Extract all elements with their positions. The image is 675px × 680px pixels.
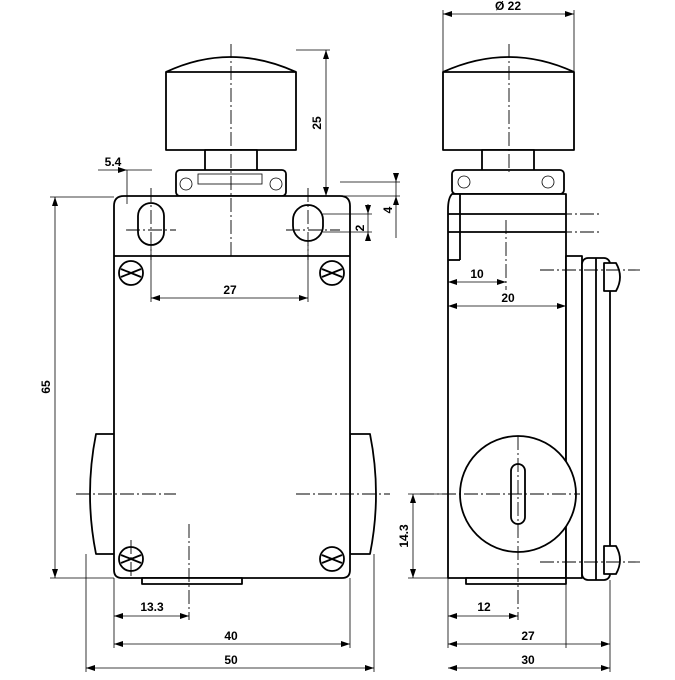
dim-side-overall-width: 30 [521, 653, 535, 667]
side-plunger-stem [481, 149, 535, 173]
dim-top-step: 4 [381, 206, 395, 213]
dim-diameter: Ø 22 [495, 0, 521, 13]
dim-entry-height: 14.3 [397, 524, 411, 548]
front-screw-top-left [118, 260, 144, 286]
dim-side-mount-offset: 10 [470, 267, 484, 281]
side-screw-top [603, 262, 621, 292]
dim-bottom-offset: 13.3 [140, 600, 164, 614]
side-plunger-base [451, 169, 565, 195]
front-view: 25 65 5.4 27 4 2 13.3 40 50 [39, 44, 400, 672]
side-plunger-cap [442, 56, 575, 151]
side-bottom-stub [465, 577, 567, 585]
front-bottom-stub [141, 577, 243, 585]
side-view: Ø 22 10 20 14.3 12 27 30 [397, 0, 640, 672]
dim-screw-spacing: 27 [223, 283, 237, 297]
side-lid [565, 255, 583, 579]
front-body [113, 195, 351, 579]
dim-overall-width: 50 [224, 653, 238, 667]
side-screw-bottom [603, 545, 621, 575]
dim-body-height: 65 [39, 380, 53, 394]
dim-side-body-width: 27 [521, 629, 535, 643]
dim-slot-depth: 2 [353, 224, 367, 231]
dim-side-inner-width: 20 [501, 291, 515, 305]
dim-body-width: 40 [224, 629, 238, 643]
dim-entry-offset: 12 [477, 600, 491, 614]
front-screw-bottom-right [319, 546, 345, 572]
dim-slot-offset: 5.4 [105, 155, 122, 169]
dim-cap-height: 25 [310, 116, 324, 130]
front-screw-top-right [319, 260, 345, 286]
